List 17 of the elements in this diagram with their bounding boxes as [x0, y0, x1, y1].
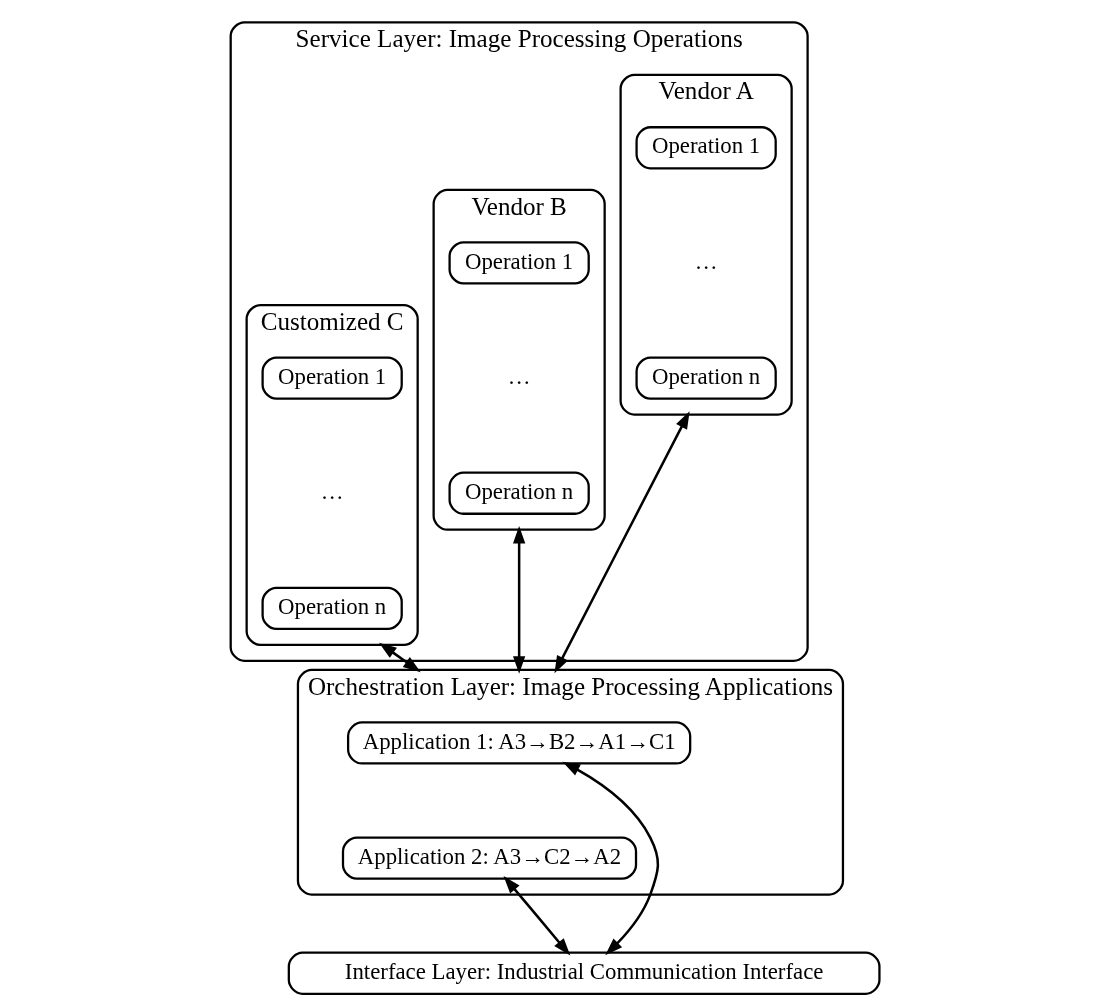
arrow — [562, 761, 660, 956]
node-box: Interface Layer: Industrial Communication Interface — [287, 951, 881, 995]
label: … — [320, 478, 344, 504]
label: … — [507, 363, 531, 389]
node-box: Operation 1 — [635, 126, 777, 170]
node-box: Operation n — [261, 586, 403, 631]
arrow — [554, 411, 690, 674]
label: … — [694, 248, 718, 274]
node-box: Operation 1 — [448, 241, 590, 285]
node-box: Application 1: A3→B2→A1→C1 — [347, 721, 692, 765]
node-box: Application 2: A3→C2→A2 — [341, 836, 638, 880]
arrow — [379, 642, 421, 673]
node-box: Operation n — [448, 471, 590, 515]
arrow — [503, 875, 571, 956]
arrow — [513, 525, 526, 674]
node-box: Operation 1 — [261, 356, 403, 400]
node-box: Operation n — [635, 356, 777, 400]
